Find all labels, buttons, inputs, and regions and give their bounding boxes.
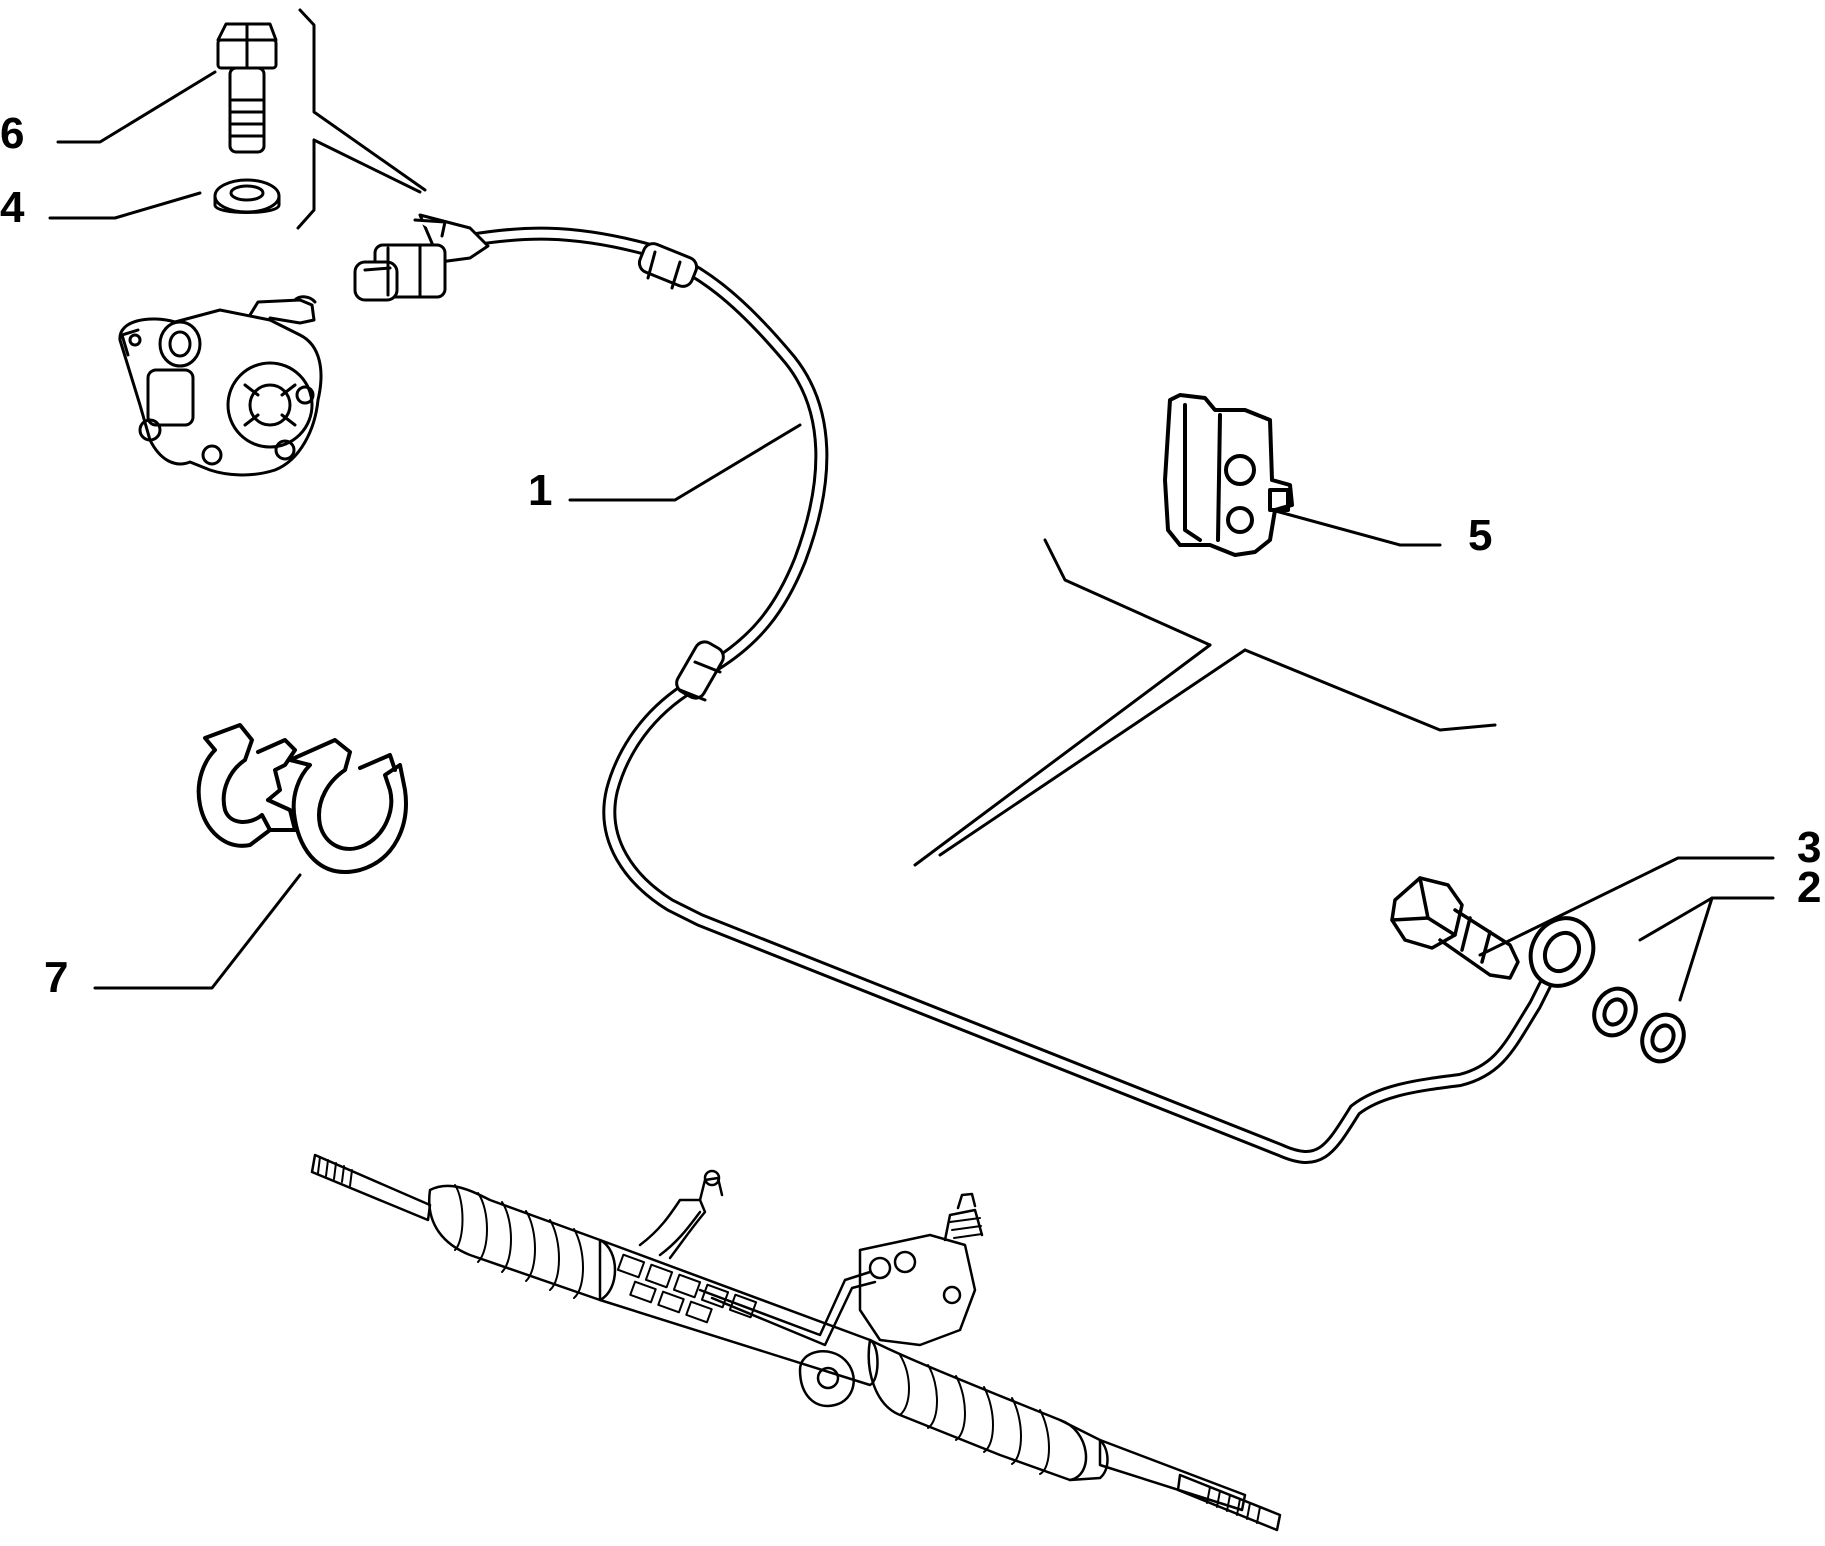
leader-line-4: [48, 191, 202, 220]
power-steering-hose: [353, 213, 1596, 1164]
leader-line-1: [568, 423, 802, 502]
leader-bracket-mid: [1043, 538, 1212, 647]
callout-4: 4: [0, 183, 25, 232]
leader-line-6: [56, 70, 217, 144]
leader-bracket-6-4: [298, 8, 427, 192]
hose-crimp-upper: [637, 242, 699, 290]
banjo-bolt: [1390, 876, 1520, 980]
leader-line-3: [1478, 856, 1775, 957]
bolt: [216, 22, 278, 154]
leader-bracket-6-4b: [296, 138, 316, 230]
washer: [213, 178, 281, 214]
hose-clamp: [196, 723, 408, 874]
callout-1: 1: [528, 466, 552, 515]
hose-crimp-lower: [675, 640, 725, 702]
callout-5: 5: [1468, 511, 1492, 560]
support-bracket: [1163, 393, 1294, 557]
leader-line-5: [1270, 508, 1442, 547]
callout-3: 3: [1797, 823, 1821, 872]
callout-2: 2: [1797, 863, 1821, 912]
hose-banjo-end: [1528, 916, 1596, 988]
steering-rack: [310, 1153, 1282, 1532]
callout-labels: 6 4 1 5 3 2 7: [0, 109, 1821, 1002]
callout-7: 7: [44, 953, 68, 1002]
callout-6: 6: [0, 109, 24, 158]
hose-end-fitting: [353, 213, 490, 302]
sealing-washer: [1592, 986, 1686, 1064]
leader-line-7: [93, 873, 302, 990]
power-steering-pump: [118, 295, 323, 477]
leader-lines: [48, 8, 1775, 1002]
